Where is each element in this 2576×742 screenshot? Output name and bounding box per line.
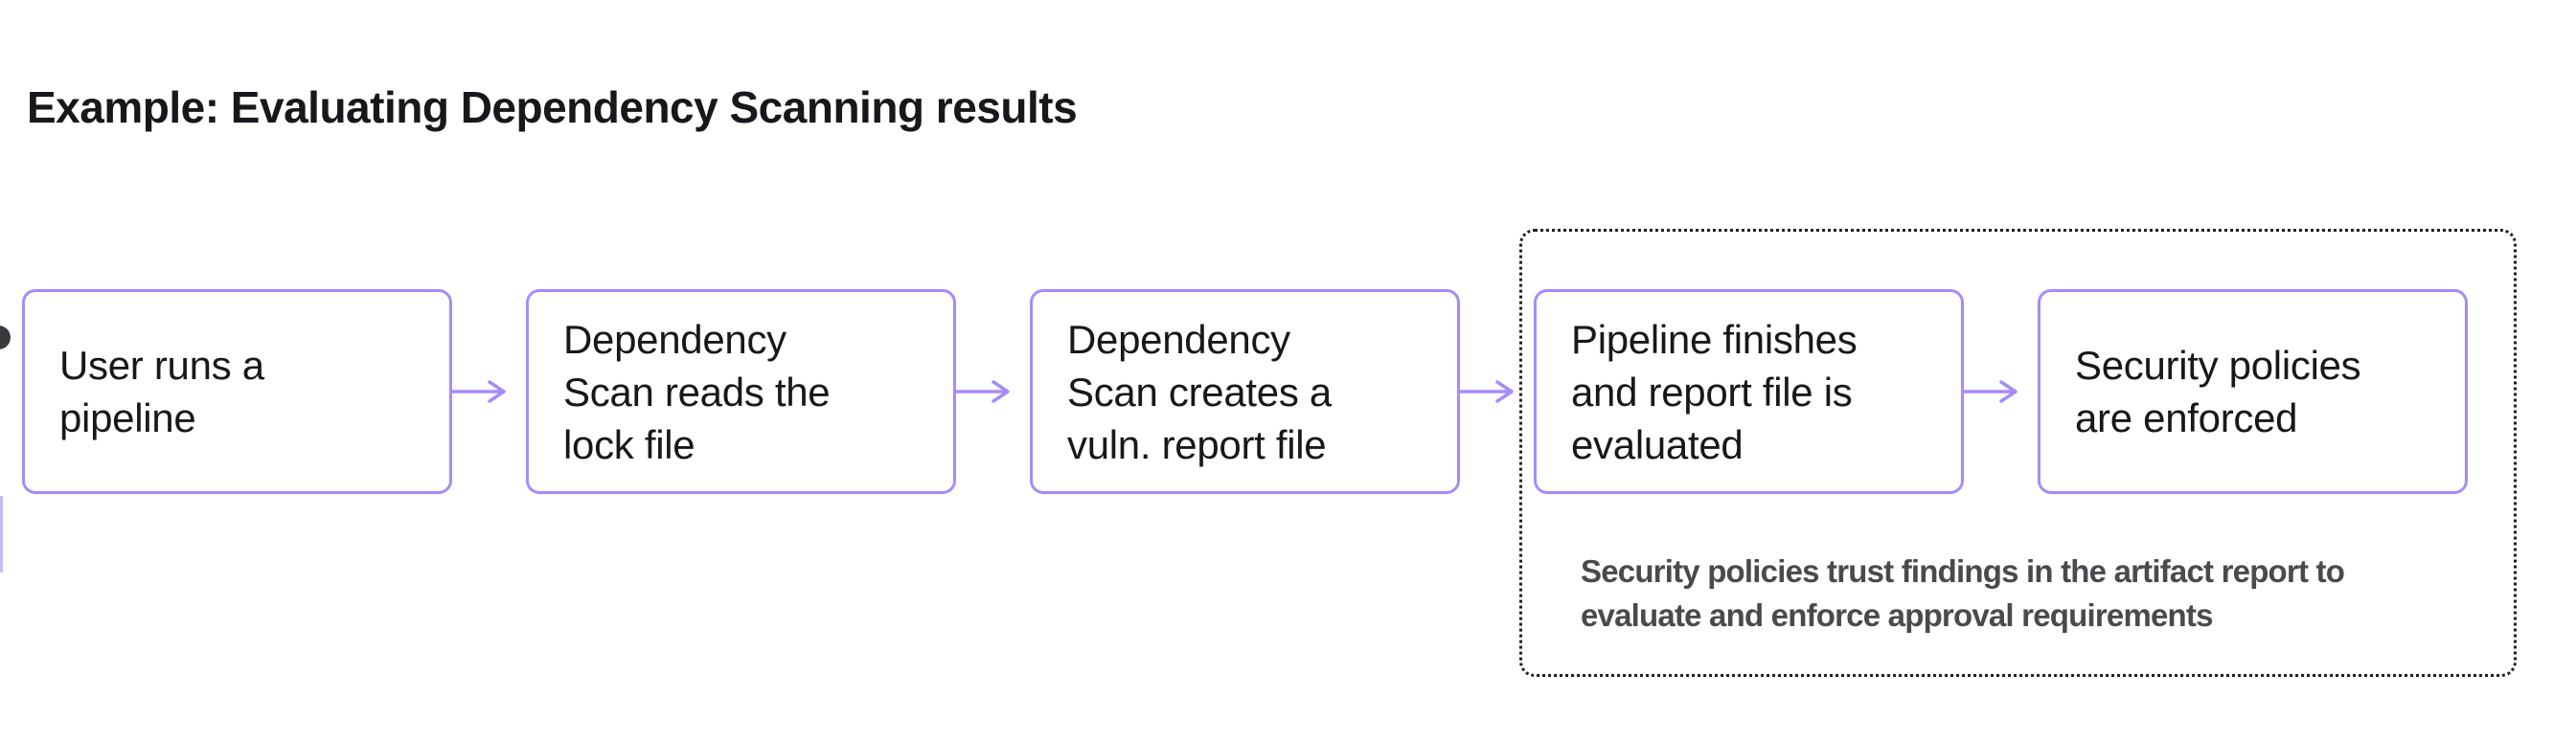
clipped-connector-dot [0, 326, 11, 349]
step-dependency-scan-reads-lock-file: Dependency Scan reads the lock file [526, 289, 956, 494]
policy-evaluation-group-outline [1519, 229, 2517, 677]
step-pipeline-finishes-report-evaluated: Pipeline finishes and report file is eva… [1534, 289, 1964, 494]
step-dependency-scan-creates-report: Dependency Scan creates a vuln. report f… [1030, 289, 1460, 494]
flow-arrow-icon [452, 376, 513, 407]
flow-arrow-icon [1460, 376, 1521, 407]
flow-arrow-icon [1964, 376, 2025, 407]
flow-arrow-icon [956, 376, 1017, 407]
clipped-shape-fragment [0, 496, 3, 573]
step-security-policies-enforced: Security policies are enforced [2038, 289, 2468, 494]
step-user-runs-pipeline: User runs a pipeline [22, 289, 452, 494]
diagram-title: Example: Evaluating Dependency Scanning … [27, 82, 1078, 132]
policy-note: Security policies trust findings in the … [1581, 553, 2345, 633]
